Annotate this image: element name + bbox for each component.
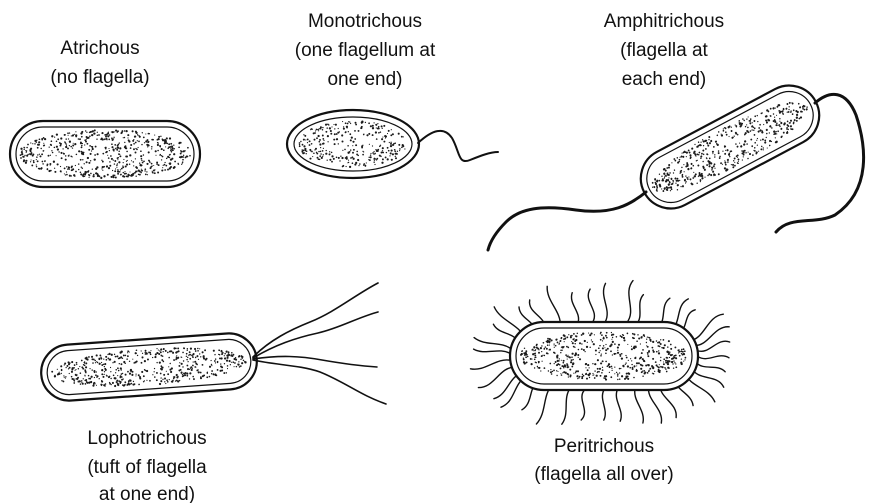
peritrichous-flagellum	[602, 390, 605, 420]
peritrichous-flagellum	[474, 338, 512, 350]
monotrichous-description-line-1: (one flagellum at	[295, 40, 436, 61]
peritrichous-flagellum	[696, 363, 725, 372]
peritrichous-name: Peritrichous	[554, 436, 654, 457]
peritrichous-flagellum	[637, 295, 644, 325]
peritrichous-flagellum	[635, 388, 644, 423]
peritrichous-flagellum	[588, 289, 594, 322]
amphitrichous-cell	[630, 75, 829, 219]
lophotrichous-description-line-2: at one end)	[99, 484, 195, 503]
atrichous-group: Atrichous (no flagella)	[10, 38, 200, 187]
peritrichous-cell	[510, 322, 698, 390]
peritrichous-flagellum	[689, 314, 724, 341]
peritrichous-flagellum	[692, 368, 724, 387]
monotrichous-name: Monotrichous	[308, 11, 422, 32]
peritrichous-flagellum	[604, 283, 608, 322]
peritrichous-flagellum	[547, 286, 560, 326]
peritrichous-flagellum	[562, 388, 571, 424]
peritrichous-flagellum	[697, 341, 730, 351]
monotrichous-description-line-2: one end)	[327, 69, 402, 90]
peritrichous-flagellum	[698, 356, 729, 359]
atrichous-name: Atrichous	[60, 38, 139, 59]
peritrichous-flagellum	[571, 293, 578, 324]
atrichous-cell	[10, 121, 200, 187]
peritrichous-flagellum	[474, 349, 511, 353]
lophotrichous-name: Lophotrichous	[87, 428, 206, 449]
atrichous-description: (no flagella)	[50, 67, 149, 88]
amphitrichous-group: Amphitrichous (flagella at each end)	[488, 11, 864, 250]
peritrichous-flagellum	[627, 281, 634, 323]
lophotrichous-flagella-tuft	[253, 283, 386, 404]
lophotrichous-description-line-1: (tuft of flagella	[87, 457, 207, 478]
peritrichous-description: (flagella all over)	[534, 464, 673, 485]
lophotrichous-group: Lophotrichous (tuft of flagella at one e…	[39, 283, 386, 503]
monotrichous-group: Monotrichous (one flagellum at one end)	[287, 11, 498, 178]
peritrichous-flagellum	[581, 389, 585, 420]
amphitrichous-name: Amphitrichous	[604, 11, 724, 32]
amphitrichous-description-line-1: (flagella at	[620, 40, 708, 61]
peritrichous-flagellum	[471, 360, 511, 369]
peritrichous-flagellum	[616, 390, 621, 422]
amphitrichous-flagellum-left	[488, 192, 646, 250]
monotrichous-flagellum	[418, 131, 498, 161]
amphitrichous-description-line-2: each end)	[622, 69, 707, 90]
peritrichous-group: Peritrichous (flagella all over)	[471, 281, 730, 485]
peritrichous-flagellum	[648, 386, 661, 423]
monotrichous-cell	[287, 110, 419, 178]
lophotrichous-cell	[39, 332, 258, 403]
